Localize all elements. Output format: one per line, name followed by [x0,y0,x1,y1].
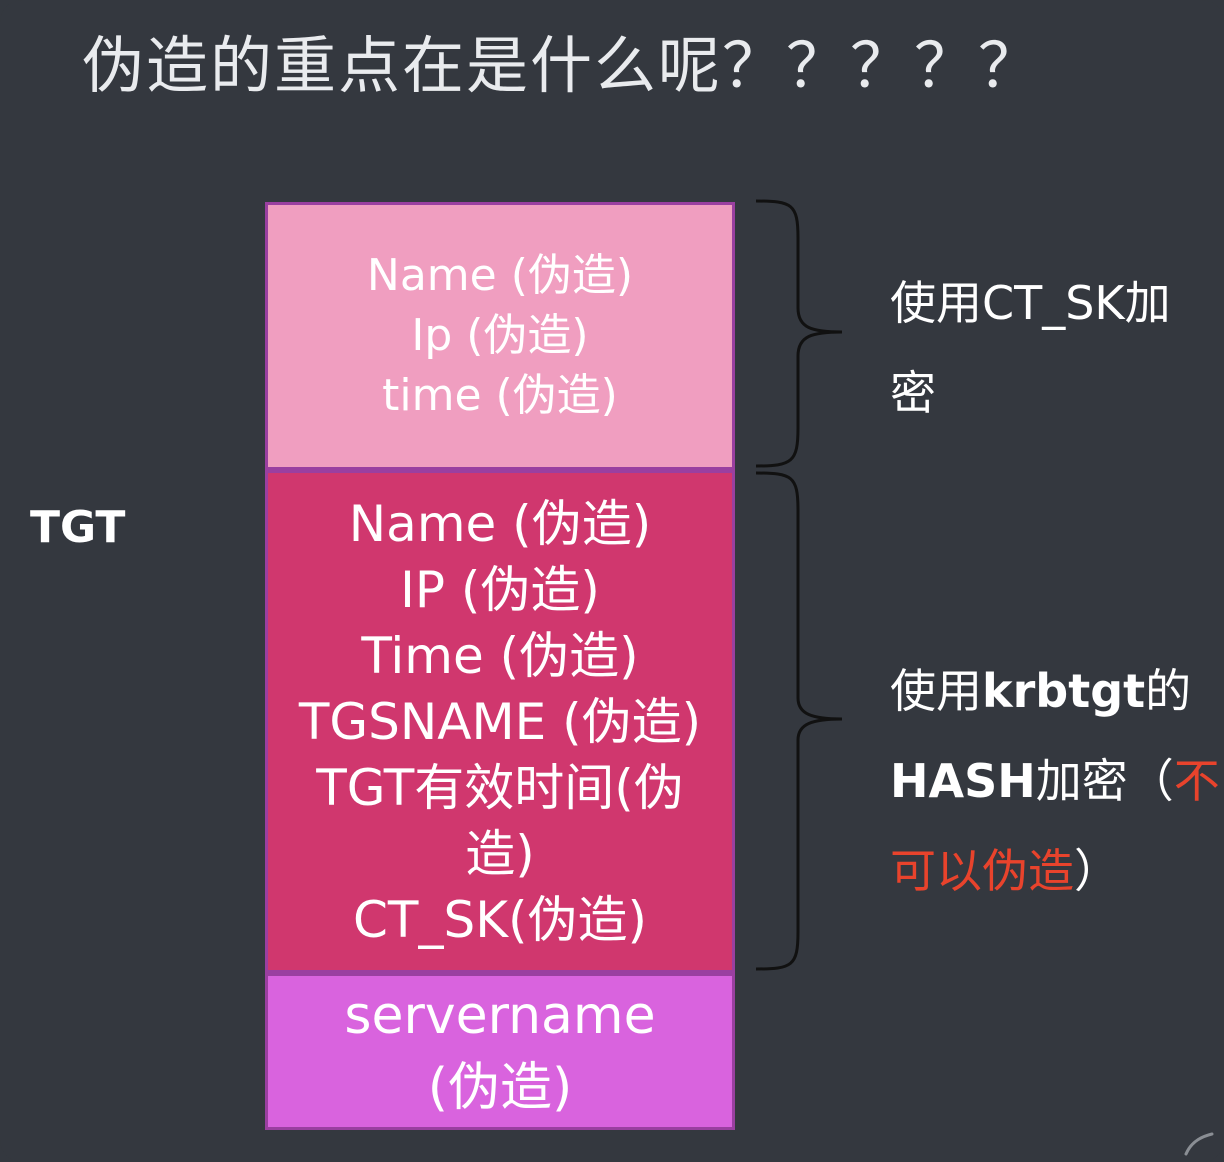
cannot-forge-text: 可以伪造 [890,844,1074,898]
session-ip-field: Ip (伪造) [411,310,589,361]
servername-block: servername (伪造) [265,973,735,1130]
session-time-field: time (伪造) [382,370,618,421]
bottom-brace [755,471,843,971]
ticket-info-block: Name (伪造) IP (伪造) Time (伪造) TGSNAME (伪造)… [265,470,735,973]
ticket-time-field: Time (伪造) [361,626,639,685]
krbtgt-note-line3: 可以伪造） [890,826,1220,916]
ticket-tgsname-field: TGSNAME (伪造) [298,692,702,751]
session-name-field: Name (伪造) [366,250,634,301]
slide-title: 伪造的重点在是什么呢？？？？？ [82,29,1043,102]
krbtgt-note-close: ） [1074,844,1120,898]
session-key-note: 使用CT_SK加 密 [890,258,1171,438]
krbtgt-note-encrypt: 加密（ [1035,754,1174,808]
ticket-ctsk-field: CT_SK(伪造) [353,890,647,949]
corner-curl-icon [1184,1132,1214,1156]
cannot-forge-text-start: 不 [1173,754,1220,808]
session-key-note-line1: 使用CT_SK加 [890,276,1171,330]
tgt-label: TGT [30,502,126,553]
session-info-block: Name (伪造) Ip (伪造) time (伪造) [265,202,735,470]
krbtgt-note-line2: HASH加密（不 [890,736,1220,826]
krbtgt-note: 使用krbtgt的 HASH加密（不 可以伪造） [890,646,1220,916]
hash-term: HASH [890,754,1036,808]
krbtgt-note-line1: 使用krbtgt的 [890,646,1220,736]
krbtgt-note-use: 使用 [890,664,982,718]
top-brace [755,199,843,468]
ticket-name-field: Name (伪造) [348,494,652,553]
servername-forge-field: (伪造) [427,1057,573,1118]
ticket-validity-field: TGT有效时间(伪 [316,758,684,817]
krbtgt-note-of: 的 [1145,664,1192,718]
ticket-validity-field-cont: 造) [465,824,535,883]
session-key-note-line2: 密 [890,366,936,420]
ticket-ip-field: IP (伪造) [400,560,600,619]
servername-field: servername [344,985,656,1046]
krbtgt-account-name: krbtgt [982,664,1146,718]
